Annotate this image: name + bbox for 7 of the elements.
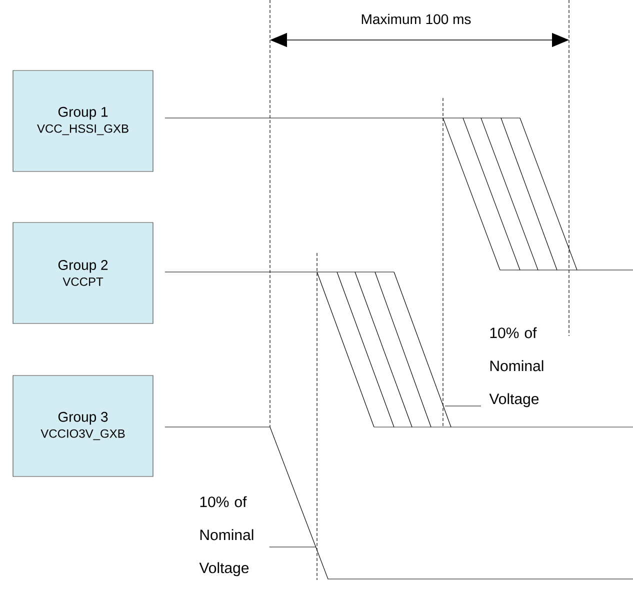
leader-line — [269, 546, 316, 548]
dimension-label: Maximum 100 ms — [362, 14, 471, 24]
group-box: Group 2 VCCPT — [12, 222, 154, 324]
annotation-text: 10% of Nominal Voltage — [489, 327, 544, 408]
group-box: Group 3 VCCIO3V_GXB — [12, 375, 154, 477]
group-box: Group 1 VCC_HSSI_GXB — [12, 70, 154, 172]
annotation-text: 10% of Nominal Voltage — [199, 496, 254, 576]
